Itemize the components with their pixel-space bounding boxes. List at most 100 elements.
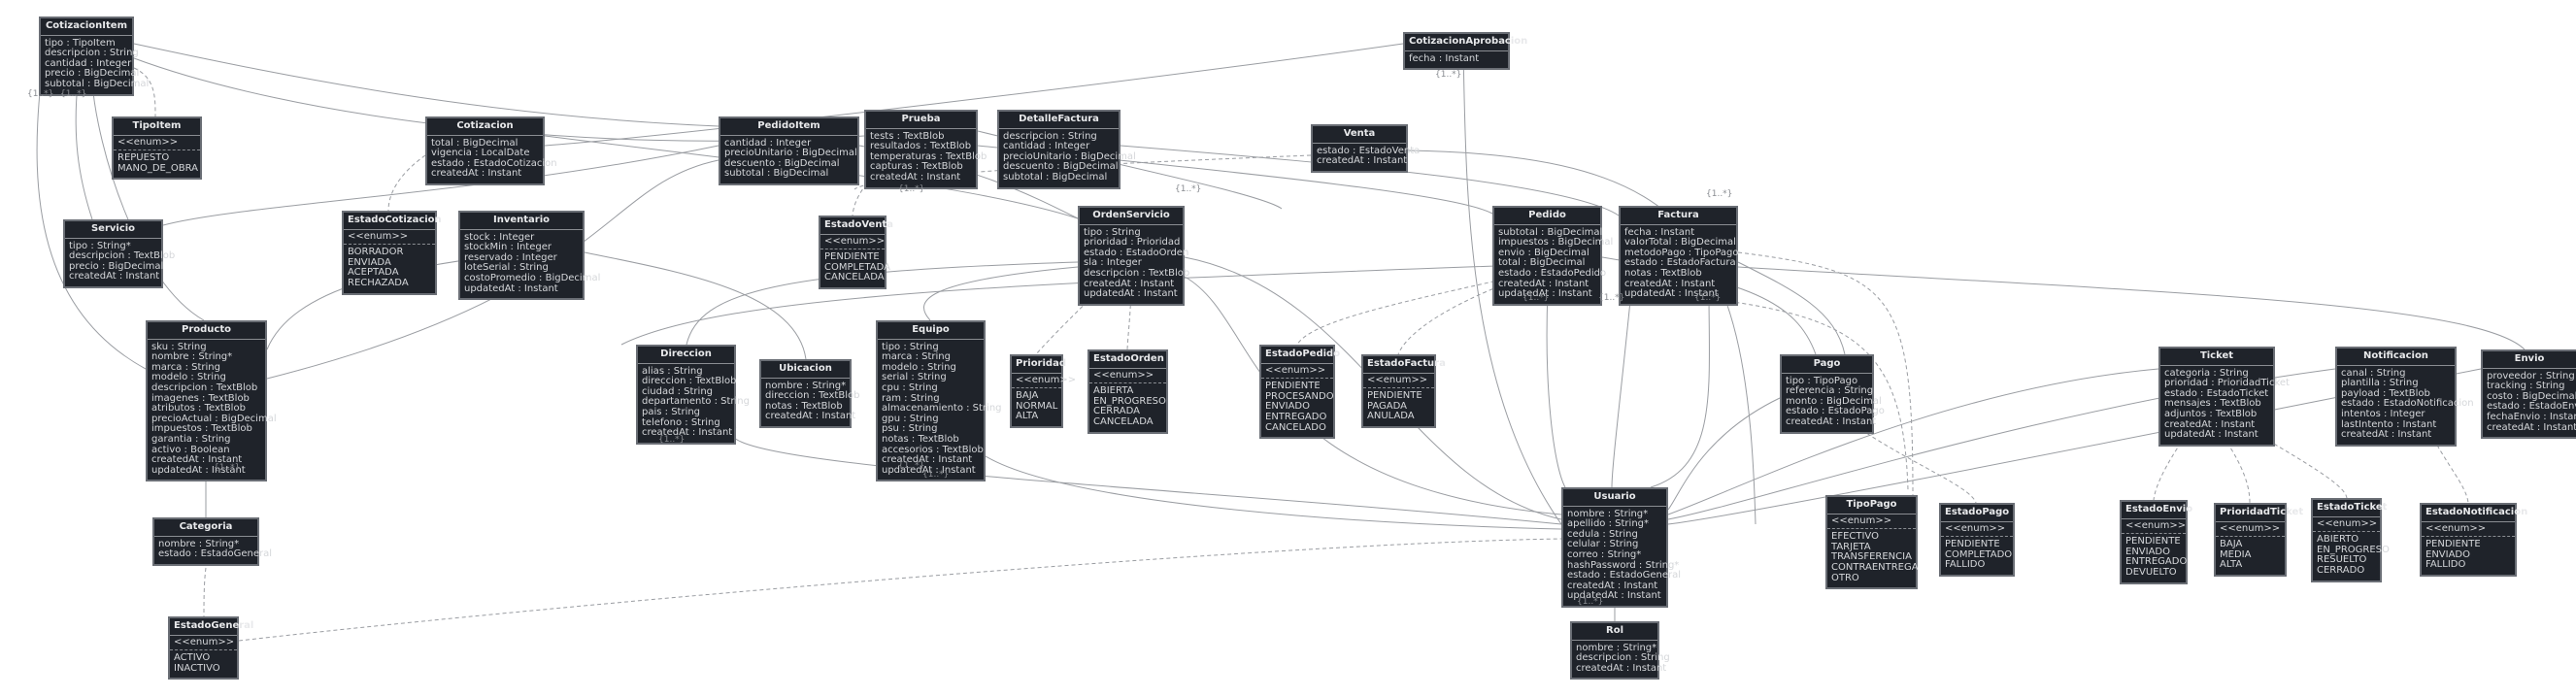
class-attribute: estado : EstadoOrden [1084, 247, 1189, 258]
class-attribute: reservado : Integer [464, 251, 557, 263]
class-attribute: tipo : TipoPago [1786, 375, 1858, 386]
association-line [1737, 261, 1846, 355]
class-attribute: alias : String [642, 365, 703, 377]
enum-stereotype: <<enum>> [1827, 514, 1916, 530]
enum-value: RECHAZADA [348, 277, 409, 288]
class-title: TipoPago [1827, 497, 1916, 514]
multiplicity-label: {1..*} [60, 89, 87, 99]
class-attribute: notas : TextBlob [882, 433, 959, 445]
class-attribute: descuento : BigDecimal [1003, 161, 1119, 173]
class-attribute: departamento : String [642, 396, 750, 408]
class-title: Direccion [638, 347, 734, 364]
multiplicity-label: {1..*} [1522, 293, 1550, 303]
class-attribute: estado : EstadoNotificacion [2341, 398, 2474, 410]
class-attribute: createdAt : Instant [1567, 580, 1658, 591]
enum-value: PENDIENTE [2425, 539, 2481, 550]
enum-value: FALLIDO [1945, 559, 1986, 571]
association-line [1546, 290, 1566, 488]
dependency-line [238, 538, 1562, 642]
enum-stereotype: <<enum>> [1363, 374, 1434, 389]
enum-stereotype: <<enum>> [1012, 374, 1076, 389]
class-attribute: updatedAt : Instant [1498, 288, 1592, 300]
class-attribute: psu : String [882, 423, 938, 435]
enum-stereotype: <<enum>> [170, 636, 237, 651]
class-attribute: modelo : String [151, 372, 226, 383]
class-attribute: createdAt : Instant [1317, 155, 1408, 167]
class-title: Usuario [1563, 489, 1666, 507]
class-attribute: ram : String [882, 392, 940, 404]
enum-value: ALTA [1016, 411, 1039, 422]
class-attribute: cantidad : Integer [45, 57, 132, 69]
enum-value: CANCELADO [1265, 421, 1326, 433]
class-attribute: subtotal : BigDecimal [45, 78, 150, 89]
class-attribute: createdAt : Instant [1786, 415, 1877, 427]
dependency-line [203, 567, 207, 617]
enum-value: NORMAL [1016, 400, 1058, 412]
enum-value: COMPLETADA [824, 261, 890, 273]
class-attribute: descripcion : TextBlob [69, 250, 176, 262]
class-attribute: updatedAt : Instant [2164, 429, 2258, 441]
class-attribute: plantilla : String [2341, 378, 2419, 389]
enum-stereotype: <<enum>> [2122, 519, 2186, 535]
class-attribute: precio : BigDecimal [45, 68, 140, 80]
enum-stereotype: <<enum>> [114, 136, 200, 151]
class-attribute: tipo : String* [69, 240, 131, 251]
class-attribute: serial : String [882, 372, 947, 383]
enum-value: EFECTIVO [1831, 531, 1879, 543]
class-attribute: categoria : String [2164, 367, 2249, 379]
class-attribute: accesorios : TextBlob [882, 444, 984, 455]
enum-value: DEVUELTO [2125, 566, 2177, 578]
class-attribute: pais : String [642, 406, 701, 417]
class-attribute: createdAt : Instant [882, 454, 973, 466]
class-attribute: cpu : String [882, 382, 938, 393]
class-attribute: stockMin : Integer [464, 242, 552, 253]
multiplicity-label: {1..*} [1694, 293, 1722, 303]
class-attribute: updatedAt : Instant [1567, 590, 1661, 602]
multiplicity-label: {1..*} [1435, 70, 1462, 80]
enum-stereotype: <<enum>> [1089, 369, 1166, 384]
class-attribute: nombre : String* [1567, 508, 1649, 519]
class-attribute: apellido : String* [1567, 518, 1649, 530]
enum-value: ACTIVO [174, 652, 211, 664]
class-attribute: precioActual : BigDecimal [151, 413, 277, 424]
class-attribute: metodoPago : TipoPago [1624, 247, 1739, 258]
dependency-line [2153, 436, 2186, 501]
class-attribute: lastIntento : Instant [2341, 418, 2437, 430]
enum-value: PENDIENTE [824, 251, 880, 263]
class-title: Servicio [65, 221, 161, 239]
class-attribute: marca : String [882, 351, 951, 363]
class-attribute: sku : String [151, 341, 207, 352]
enum-value: ABIERTO [2317, 534, 2359, 546]
dependency-line [387, 154, 426, 212]
class-attribute: nombre : String* [151, 351, 233, 363]
multiplicity-label: {1..*} [1598, 293, 1625, 303]
enum-value: PAGADA [1367, 400, 1408, 412]
multiplicity-label: {1..*} [1175, 184, 1202, 194]
class-attribute: tipo : String [1084, 226, 1141, 238]
class-attribute: proveedor : String [2487, 370, 2575, 382]
class-attribute: costoPromedio : BigDecimal [464, 272, 601, 283]
class-title: Producto [148, 322, 265, 340]
class-attribute: descripcion : String [45, 48, 139, 59]
